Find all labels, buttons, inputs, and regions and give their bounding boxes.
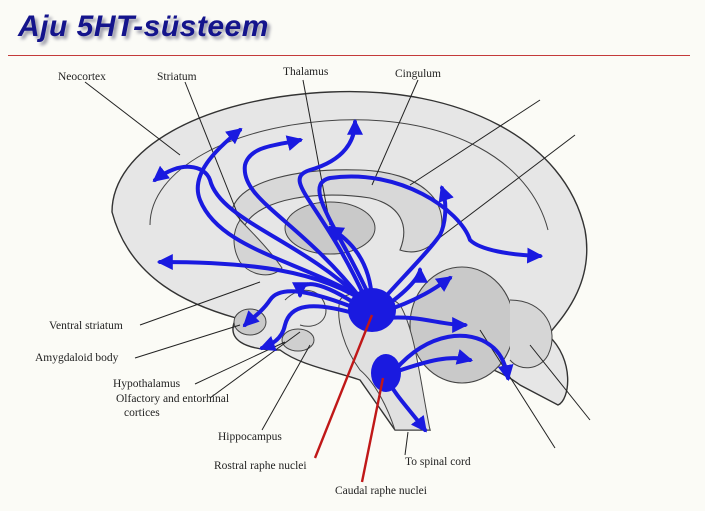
cortex-inner-line [149, 119, 549, 231]
rostral-raphe-nucleus [348, 288, 396, 332]
hypothalamus-label: Hypothalamus [113, 378, 181, 390]
caudal-raphe-label: Caudal raphe nuclei [335, 485, 427, 497]
rostral-raphe-label: Rostral raphe nuclei [214, 460, 307, 472]
striatum-label: Striatum [157, 71, 197, 83]
caudal-raphe-nucleus [371, 354, 401, 392]
serotonergic-projections [152, 118, 544, 433]
title-divider [8, 55, 690, 56]
page-title: Aju 5HT-süsteem [18, 10, 269, 43]
to-spinal-cord-label: To spinal cord [405, 456, 471, 468]
neocortex-label: Neocortex [58, 71, 106, 83]
amygdaloid-body-label: Amygdaloid body [35, 352, 119, 364]
cingulum-label: Cingulum [395, 68, 442, 80]
hypothalamus-structure [281, 328, 315, 352]
olfactory-label-line1: Olfactory and entorhinal [116, 393, 230, 405]
caudal-raphe-pointer [360, 377, 385, 483]
cerebellum-lobe [509, 299, 553, 369]
spinal-cord-leader [404, 431, 409, 456]
ventral-striatum-label: Ventral striatum [49, 320, 123, 332]
olfactory-label-line2: cortices [124, 407, 160, 419]
leader-lines [84, 79, 591, 449]
striatum-structure [233, 219, 283, 276]
rostral-raphe-pointer [313, 314, 374, 459]
thalamus-label: Thalamus [283, 66, 329, 78]
hippocampus-label: Hippocampus [218, 431, 282, 443]
